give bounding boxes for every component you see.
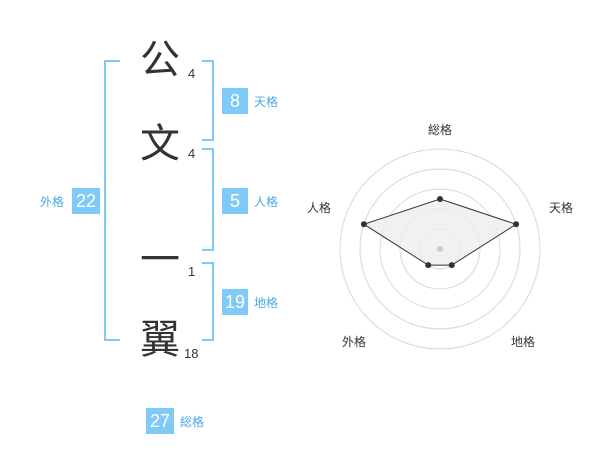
- soukaku-label: 総格: [180, 415, 205, 429]
- name-char-4: 翼: [140, 317, 180, 363]
- tenkaku-bracket: [202, 60, 214, 141]
- stroke-count-1: 4: [188, 66, 196, 81]
- jinkaku-label: 人格: [254, 195, 279, 209]
- jinkaku-value: 5: [222, 188, 248, 214]
- radar-ring: [379, 188, 501, 310]
- name-char-2: 文: [140, 121, 180, 167]
- jinkaku-bracket: [202, 148, 214, 251]
- name-char-1: 公: [140, 37, 180, 83]
- chikaku-bracket: [202, 262, 214, 341]
- radar-axis-label-chikaku: 地格: [511, 334, 535, 349]
- radar-axis-label-tenkaku: 天格: [549, 200, 573, 215]
- soukaku-value: 27: [146, 408, 174, 434]
- gaikaku-bracket: [104, 60, 120, 341]
- radar-ring: [339, 148, 541, 350]
- name-char-3: 一: [140, 237, 180, 283]
- radar-axis-label-gaikaku: 外格: [342, 334, 366, 349]
- radar-axis-label-soukaku: 総格: [428, 122, 452, 137]
- radar-axis-label-jinkaku: 人格: [307, 200, 331, 215]
- chikaku-label: 地格: [254, 296, 279, 310]
- radar-ring: [359, 168, 521, 330]
- chikaku-value: 19: [222, 289, 248, 315]
- radar-point-2: [513, 221, 520, 228]
- tenkaku-label: 天格: [254, 95, 279, 109]
- stroke-count-4: 18: [184, 346, 199, 361]
- stroke-count-3: 1: [188, 264, 196, 279]
- radar-point-1: [437, 196, 443, 202]
- tenkaku-value: 8: [222, 88, 248, 114]
- gaikaku-label: 外格: [40, 195, 65, 209]
- radar-point-4: [425, 262, 432, 269]
- radar-polygon: [362, 198, 518, 266]
- stroke-count-2: 4: [188, 146, 196, 161]
- radar-center-dot: [437, 246, 443, 252]
- radar-point-5: [360, 221, 367, 228]
- radar-point-3: [448, 262, 455, 269]
- gaikaku-value: 22: [72, 188, 100, 214]
